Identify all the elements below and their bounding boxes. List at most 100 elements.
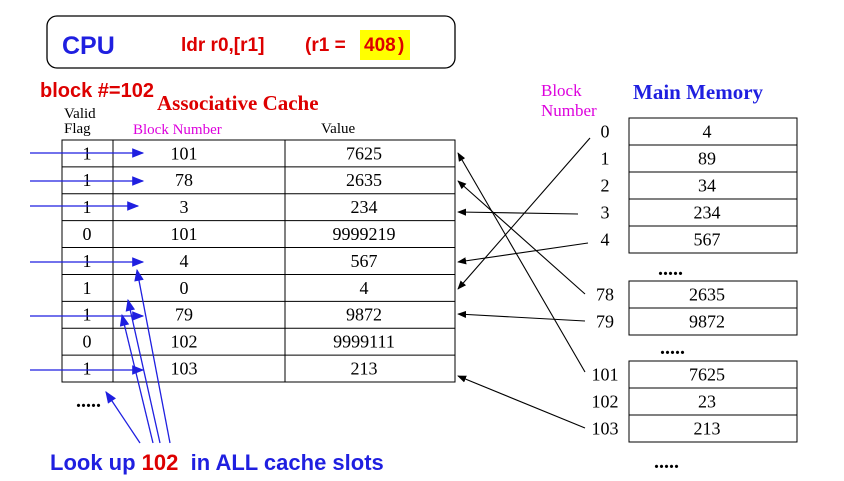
memory-value-cell: 34	[698, 175, 716, 195]
cache-valid-cell: 1	[83, 197, 92, 217]
memory-ellipsis-3: .....	[654, 451, 679, 473]
valid-header-line2: Flag	[64, 121, 91, 137]
mapping-arrows	[457, 137, 591, 429]
memory-block-number: 2	[601, 175, 610, 195]
register-value: 408	[364, 35, 396, 56]
map-arrow-103	[457, 375, 586, 429]
memory-ellipsis-2: .....	[660, 337, 685, 359]
cpu-box: CPU ldr r0,[r1] (r1 = 408 )	[46, 15, 456, 69]
memory-ellipsis-1: .....	[658, 258, 683, 280]
memory-row: 101 7625	[592, 364, 726, 384]
memory-block-number: 3	[601, 202, 610, 222]
cache-block-cell: 103	[171, 358, 198, 378]
block-label: block #=102	[40, 80, 154, 102]
memory-row: 2 34	[601, 175, 717, 195]
cache-value-cell: 9999219	[333, 224, 396, 244]
cache-valid-cell: 0	[83, 224, 92, 244]
map-arrow-78	[457, 180, 586, 295]
cache-valid-cell: 1	[83, 358, 92, 378]
block-number-header: Block Number	[133, 122, 222, 138]
cache-value-cell: 9999111	[333, 332, 395, 352]
memory-row: 102 23	[592, 391, 717, 411]
memory-block-number: 0	[601, 121, 610, 141]
memory-row: 3 234	[601, 202, 721, 222]
map-arrow-0	[457, 137, 591, 290]
cpu-instruction: ldr r0,[r1]	[181, 35, 264, 56]
cache-value-cell: 7625	[346, 143, 382, 163]
caption-arrow-1	[105, 391, 141, 444]
cache-block-cell: 3	[180, 197, 189, 217]
caption-arrow-2	[119, 313, 154, 444]
map-arrow-79	[457, 310, 586, 322]
memory-block-number: 78	[596, 284, 614, 304]
cache-block-cell: 101	[171, 143, 198, 163]
cache-value-cell: 567	[351, 251, 378, 271]
cache-valid-cell: 0	[83, 332, 92, 352]
memory-value-cell: 23	[698, 391, 716, 411]
cache-row: 1 78 2635	[83, 170, 383, 190]
memory-value-cell: 567	[694, 229, 721, 249]
memory-value-cell: 89	[698, 148, 716, 168]
caption: Look up 102 in ALL cache slots	[50, 450, 384, 475]
memory-title: Main Memory	[633, 80, 764, 104]
register-suffix: )	[398, 35, 404, 56]
cache-value-cell: 213	[351, 358, 378, 378]
cache-block-cell: 101	[171, 224, 198, 244]
cache-valid-cell: 1	[83, 278, 92, 298]
value-header: Value	[321, 121, 355, 137]
memory-value-cell: 234	[694, 202, 721, 222]
memory-block-label-line1: Block	[541, 81, 582, 100]
cache-valid-cell: 1	[83, 305, 92, 325]
memory-block-number: 1	[601, 148, 610, 168]
cache-valid-cell: 1	[83, 251, 92, 271]
cache-value-cell: 4	[360, 278, 369, 298]
memory-value-cell: 213	[694, 418, 721, 438]
caption-arrow-3	[125, 298, 161, 444]
register-prefix: (r1 =	[305, 35, 351, 56]
lookup-arrows	[30, 148, 171, 444]
cache-block-cell: 78	[175, 170, 193, 190]
register-highlight	[360, 30, 410, 60]
cache-row: 0 102 9999111	[83, 332, 395, 352]
memory-block-number: 4	[601, 229, 610, 249]
cache-value-cell: 234	[351, 197, 378, 217]
caption-arrow-4	[134, 268, 171, 444]
memory-row: 4 567	[601, 229, 721, 249]
cache-valid-cell: 1	[83, 170, 92, 190]
cache-block-cell: 79	[175, 305, 193, 325]
memory-value-cell: 7625	[689, 364, 725, 384]
cache-row: 1 3 234	[83, 197, 378, 217]
map-arrow-3	[457, 208, 579, 216]
memory-value-cell: 9872	[689, 311, 725, 331]
cache-block-cell: 102	[171, 332, 198, 352]
cache-row: 1 103 213	[83, 358, 378, 378]
caption-number: 102	[142, 450, 179, 475]
memory-block-number: 102	[592, 391, 619, 411]
caption-suffix: in ALL cache slots	[178, 450, 383, 475]
memory-block-number: 101	[592, 364, 619, 384]
cpu-label: CPU	[62, 32, 115, 60]
map-arrow-101	[457, 152, 586, 373]
cache-title: Associative Cache	[157, 91, 319, 115]
memory-value-cell: 4	[703, 121, 712, 141]
map-arrow-4	[457, 242, 589, 265]
caption-prefix: Look up	[50, 450, 142, 475]
cache-row: 1 79 9872	[83, 305, 383, 325]
valid-header-line1: Valid	[64, 106, 96, 122]
cache-row: 0 101 9999219	[83, 224, 396, 244]
cache-value-cell: 2635	[346, 170, 382, 190]
memory-row: 1 89	[601, 148, 717, 168]
cache-value-cell: 9872	[346, 305, 382, 325]
